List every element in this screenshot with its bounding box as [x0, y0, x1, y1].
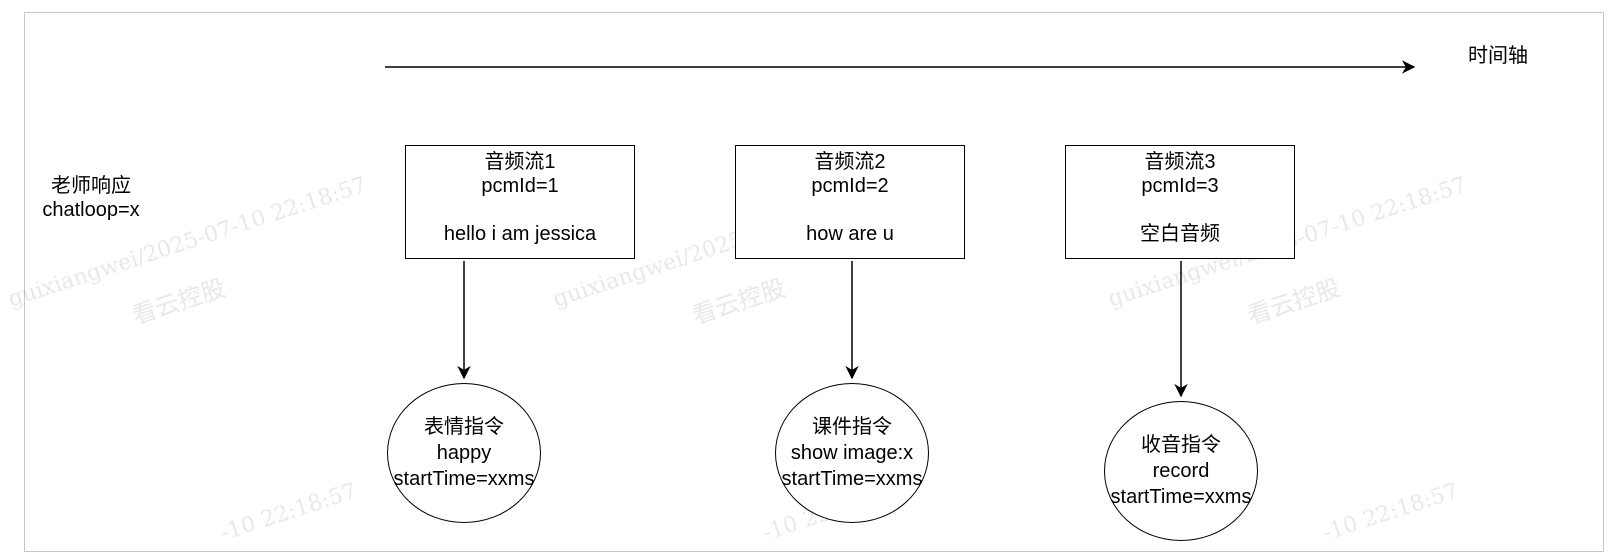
command-value: show image:x [790, 442, 914, 464]
audio-stream-box-1: 音频流1 pcmId=1 hello i am jessica [405, 145, 635, 259]
command-ellipse-2: 课件指令 show image:x startTime=xxms [775, 383, 929, 523]
audio-stream-content: hello i am jessica [443, 223, 597, 245]
command-ellipse-3: 收音指令 record startTime=xxms [1104, 401, 1258, 541]
audio-stream-pcm-id: pcmId=2 [811, 175, 889, 197]
audio-stream-pcm-id: pcmId=3 [1141, 175, 1219, 197]
audio-stream-box-2: 音频流2 pcmId=2 how are u [735, 145, 965, 259]
command-start-time: startTime=xxms [781, 468, 923, 490]
time-axis-label: 时间轴 [1468, 45, 1528, 67]
audio-stream-box-3: 音频流3 pcmId=3 空白音频 [1065, 145, 1295, 259]
audio-stream-content: how are u [806, 223, 894, 245]
command-title: 课件指令 [812, 416, 892, 438]
command-title: 收音指令 [1141, 434, 1221, 456]
command-start-time: startTime=xxms [393, 468, 535, 490]
teacher-response-title: 老师响应 [51, 175, 131, 197]
command-start-time: startTime=xxms [1110, 486, 1252, 508]
command-value: happy [436, 442, 492, 464]
teacher-response-label: 老师响应 chatloop=x [26, 174, 156, 222]
command-title: 表情指令 [424, 416, 504, 438]
audio-stream-pcm-id: pcmId=1 [481, 175, 559, 197]
command-value: record [1152, 460, 1210, 482]
audio-stream-title: 音频流1 [484, 151, 556, 173]
audio-stream-title: 音频流2 [814, 151, 886, 173]
audio-stream-content: 空白音频 [1140, 223, 1220, 245]
audio-stream-title: 音频流3 [1144, 151, 1216, 173]
command-ellipse-1: 表情指令 happy startTime=xxms [387, 383, 541, 523]
chatloop-label: chatloop=x [42, 199, 140, 221]
